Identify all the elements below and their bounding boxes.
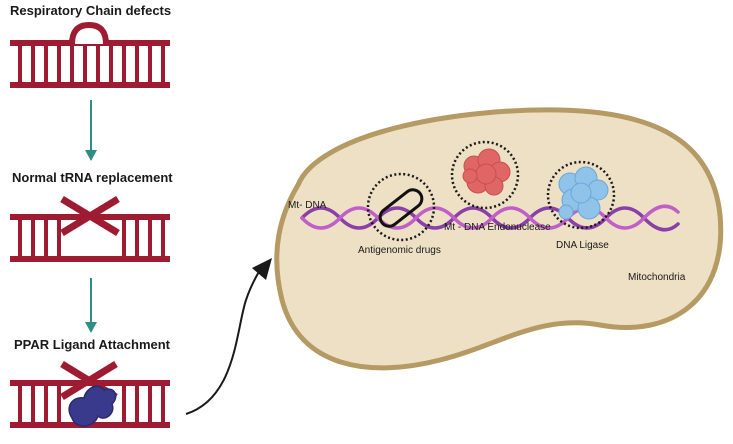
step-label-trna-replacement: Normal tRNA replacement [12,170,173,185]
dna-ladder-icon [10,214,170,262]
step-label-ppar-ligand: PPAR Ligand Attachment [14,337,171,352]
mt-dna-label: Mt- DNA [288,200,327,211]
antigenomic-drugs-label: Antigenomic drugs [358,245,441,256]
dna-ligase-label: DNA Ligase [556,240,609,251]
dna-ladder-icon [10,40,170,88]
protein-icon [462,148,511,196]
antigenomic-drugs-target [366,172,436,242]
endonuclease-target [450,140,520,210]
pill-icon [378,188,424,228]
curved-arrow-icon [185,258,272,415]
defect-bulge-icon [69,21,109,45]
ligase-target [546,160,616,230]
endonuclease-label: Mt - DNA Endonuclease [444,222,551,233]
step-label-respiratory-chain: Respiratory Chain defects [10,3,172,18]
protein-icon [558,166,609,220]
ligand-blob-icon [68,385,117,427]
mitochondria-label: Mitochondria [628,272,686,283]
mitochondrion-membrane [274,107,724,371]
cross-icon [60,196,120,236]
flow-arrow-down-icon [85,278,97,333]
flow-arrow-down-icon [85,100,97,161]
